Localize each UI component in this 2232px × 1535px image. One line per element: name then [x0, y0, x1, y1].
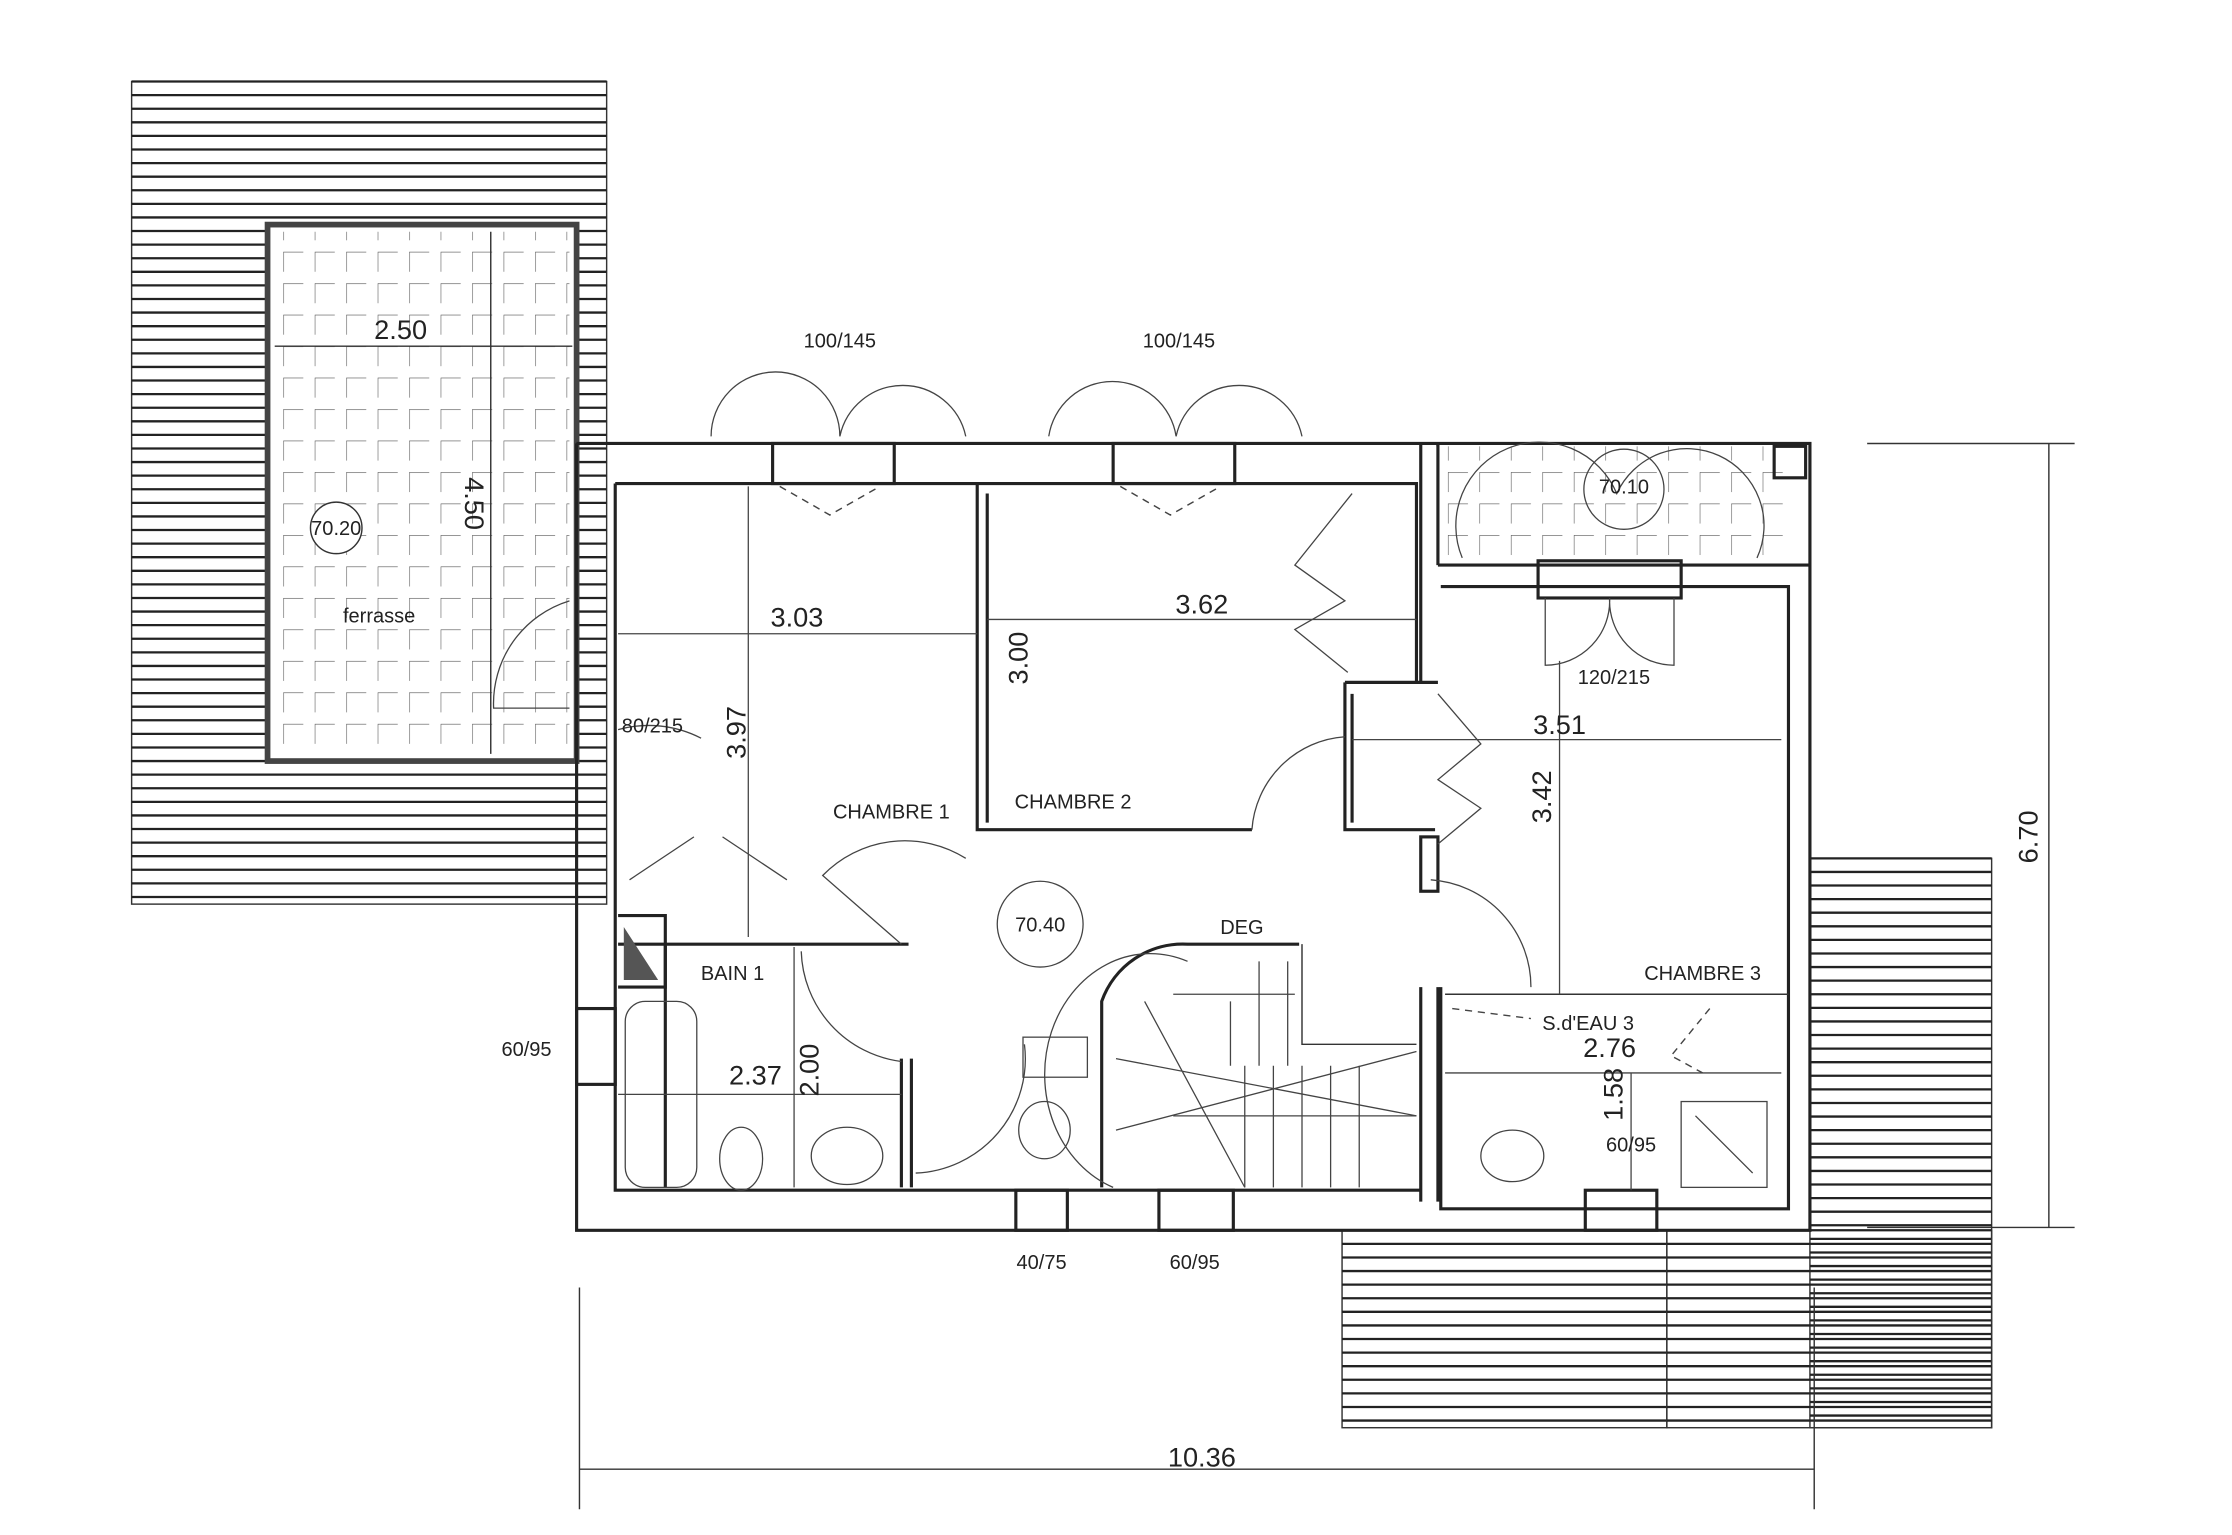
window-chambre2[interactable]: [1111, 441, 1237, 486]
sdeau3-width: 2.76: [1583, 1032, 1636, 1063]
window-stair[interactable]: [1157, 1188, 1235, 1232]
balcony-code: 70.10: [1599, 477, 1649, 499]
bain1-length: 2.00: [793, 1044, 824, 1097]
chambre2-length: 3.00: [1002, 632, 1033, 685]
terrace-code-circle: [309, 501, 363, 555]
terrace: [264, 221, 580, 764]
balcony-tiles: [1442, 446, 1786, 561]
balcony-post: [1772, 444, 1808, 480]
chambre1-width: 3.03: [770, 602, 823, 633]
chambre3-door-size: 120/215: [1578, 667, 1650, 689]
window-sdeau3-size: 60/95: [1606, 1135, 1656, 1157]
chambre1-label: CHAMBRE 1: [833, 801, 950, 823]
overall-depth-label: 6.70: [2012, 810, 2043, 863]
window-wc[interactable]: [1014, 1188, 1069, 1232]
chambre3-width: 3.51: [1533, 709, 1586, 740]
chambre3-label: CHAMBRE 3: [1644, 963, 1761, 985]
chambre3-length: 3.42: [1526, 770, 1557, 823]
bain1-label: BAIN 1: [701, 963, 764, 985]
window-chambre1[interactable]: [771, 441, 896, 486]
sink-bain1: [810, 1126, 884, 1186]
window-bain1-size: 60/95: [501, 1039, 551, 1061]
sdeau3-label: S.d'EAU 3: [1542, 1013, 1634, 1035]
terrace-code: 70.20: [311, 518, 361, 540]
chambre2-width: 3.62: [1175, 589, 1228, 620]
window-bain1[interactable]: [575, 1006, 617, 1086]
staircase[interactable]: [1044, 942, 1417, 1188]
roof-area: [1666, 1229, 1993, 1429]
hall-code-circle: [996, 880, 1084, 968]
hall-code: 70.40: [1015, 914, 1065, 936]
walls: [575, 441, 1812, 1232]
sink-sdeau3: [1480, 1129, 1545, 1183]
terrace-length-label: 4.50: [459, 477, 490, 530]
terrace-tiles: [274, 231, 570, 754]
sdeau3-length: 1.58: [1597, 1068, 1628, 1121]
dimension-lines: [578, 442, 2075, 1510]
window-chambre2-size: 100/145: [1143, 331, 1215, 353]
chambre2-label: CHAMBRE 2: [1015, 791, 1132, 813]
terrace-width-label: 2.50: [374, 314, 427, 345]
toilet-bain1: [719, 1126, 764, 1191]
window-stair-size: 60/95: [1170, 1252, 1220, 1274]
bain1-width: 2.37: [729, 1059, 782, 1090]
terrace-label: ferrasse: [343, 605, 415, 627]
toilet-wc: [1018, 1100, 1071, 1160]
chambre1-length: 3.97: [720, 706, 751, 759]
sink-wc: [1022, 1036, 1089, 1078]
window-wc-size: 40/75: [1017, 1252, 1067, 1274]
shower: [1680, 1100, 1768, 1189]
terrace-door-size: 80/215: [622, 715, 683, 737]
hall-label: DEG: [1220, 917, 1263, 939]
window-chambre1-size: 100/145: [804, 331, 876, 353]
terrace-door-swing: [492, 600, 570, 709]
window-swings: [617, 371, 1765, 1174]
roof-area: [1341, 1229, 1668, 1429]
overall-width-label: 10.36: [1168, 1441, 1236, 1472]
window-sdeau3[interactable]: [1583, 1188, 1659, 1232]
